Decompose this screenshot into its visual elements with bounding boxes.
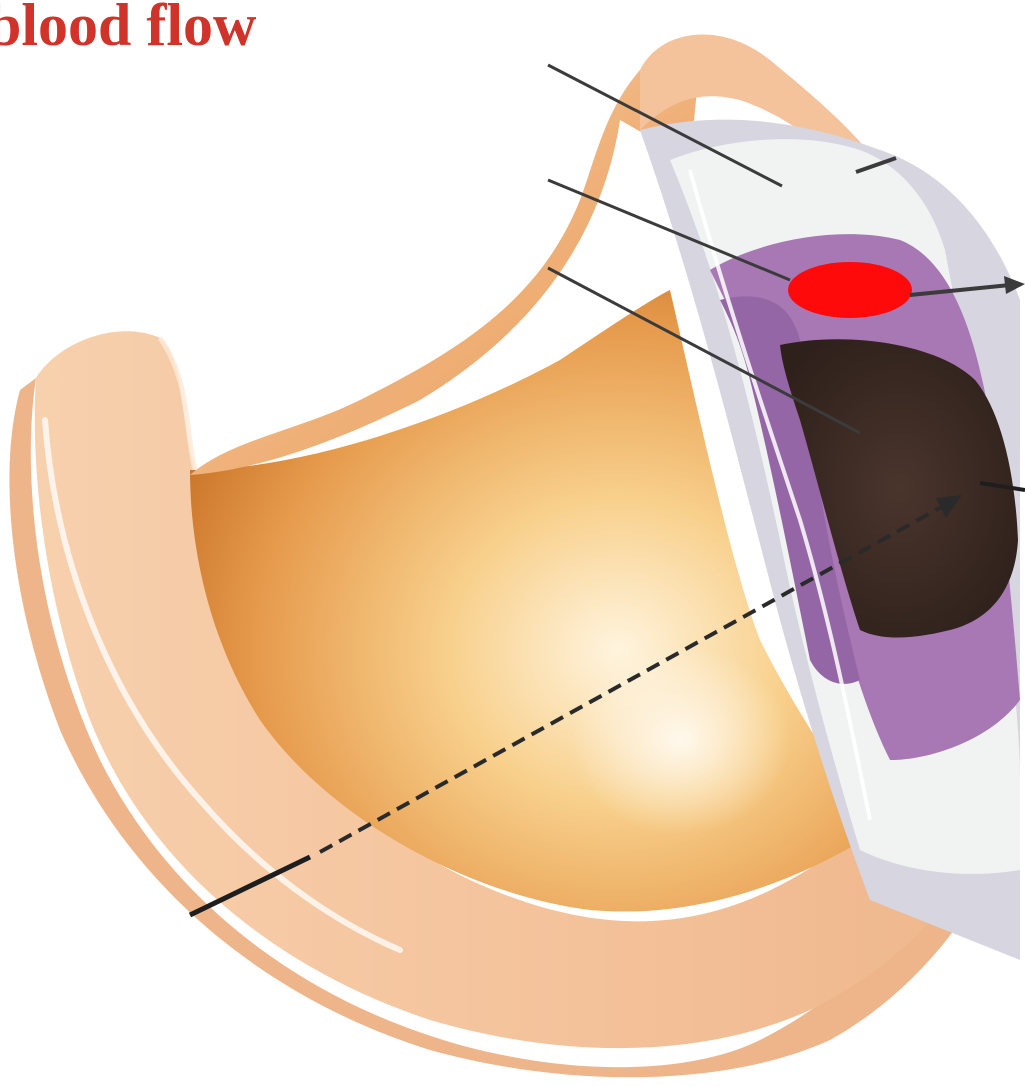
occluded-vessel bbox=[788, 262, 912, 318]
cavity-glow bbox=[570, 645, 790, 835]
